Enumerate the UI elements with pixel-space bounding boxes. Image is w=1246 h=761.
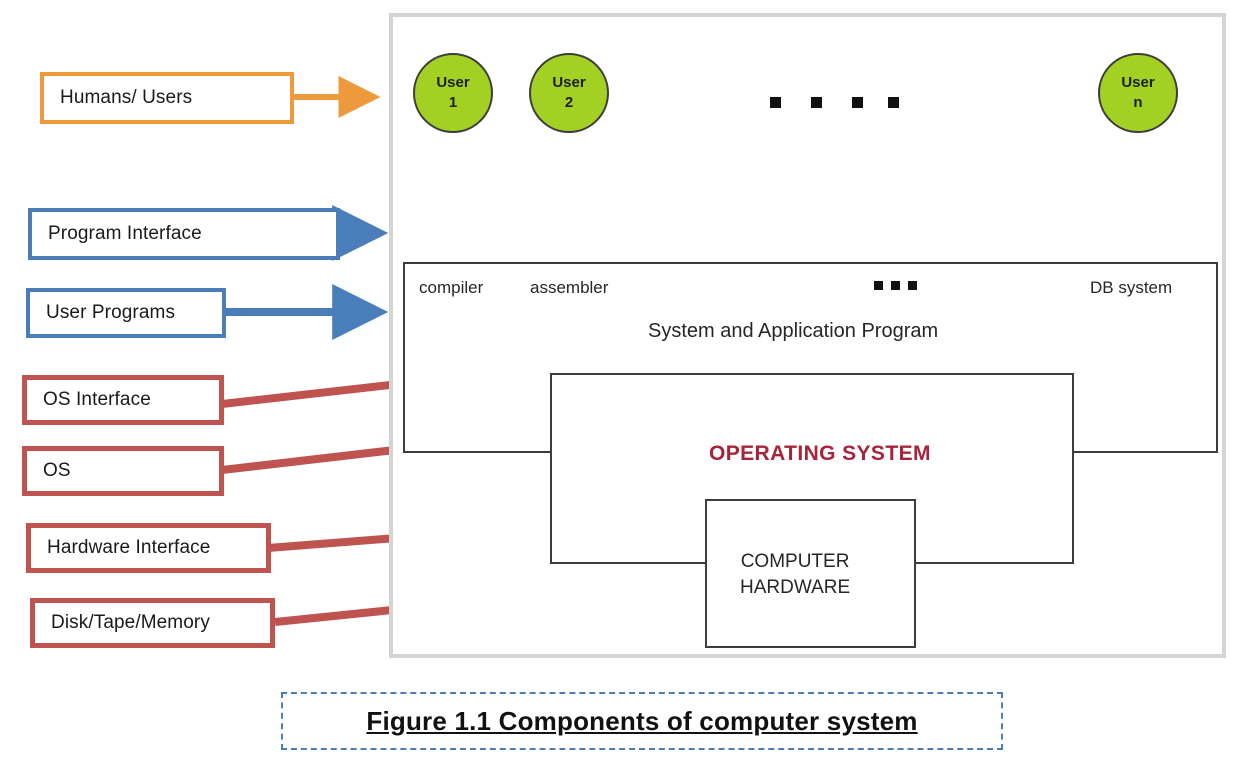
callout-user-programs[interactable]: User Programs bbox=[26, 288, 226, 338]
program-label-db-system: DB system bbox=[1090, 278, 1173, 297]
user-circle-line1: User bbox=[552, 73, 586, 91]
program-label-assembler: assembler bbox=[530, 278, 609, 297]
callout-humans-users[interactable]: Humans/ Users bbox=[40, 72, 294, 124]
computer-hardware-title: COMPUTER HARDWARE bbox=[740, 549, 850, 600]
operating-system-title: OPERATING SYSTEM bbox=[709, 442, 931, 465]
callout-label: Humans/ Users bbox=[60, 87, 193, 108]
system-application-program-title: System and Application Program bbox=[648, 320, 939, 342]
user-circle-line2: n bbox=[1133, 94, 1143, 111]
callout-program-interface[interactable]: Program Interface bbox=[28, 208, 340, 260]
callout-label: Program Interface bbox=[48, 223, 202, 244]
computer-hardware-line1: COMPUTER bbox=[740, 551, 850, 572]
callout-label: User Programs bbox=[46, 302, 176, 323]
user-circle-n[interactable]: User n bbox=[1098, 53, 1178, 133]
callout-disk-tape-memory[interactable]: Disk/Tape/Memory bbox=[30, 598, 275, 648]
program-label-compiler: compiler bbox=[419, 278, 484, 297]
user-circle-line2: 2 bbox=[564, 94, 574, 111]
user-circle-line2: 1 bbox=[448, 94, 458, 111]
callout-label: Disk/Tape/Memory bbox=[51, 612, 210, 633]
computer-hardware-line2: HARDWARE bbox=[740, 576, 851, 598]
ellipsis-dot-user-3 bbox=[852, 97, 863, 108]
ellipsis-dot-program-2 bbox=[891, 281, 900, 290]
ellipsis-dot-user-2 bbox=[811, 97, 822, 108]
user-circle-1[interactable]: User 1 bbox=[413, 53, 493, 133]
ellipsis-dot-user-1 bbox=[770, 97, 781, 108]
figure-caption: Figure 1.1 Components of computer system bbox=[281, 692, 1003, 750]
callout-label: OS Interface bbox=[43, 389, 151, 410]
user-circle-2[interactable]: User 2 bbox=[529, 53, 609, 133]
ellipsis-dot-program-1 bbox=[874, 281, 883, 290]
user-circle-line1: User bbox=[436, 73, 470, 91]
figure-caption-text: Figure 1.1 Components of computer system bbox=[366, 705, 918, 736]
user-circle-line1: User bbox=[1121, 73, 1155, 91]
ellipsis-dot-program-3 bbox=[908, 281, 917, 290]
callout-hardware-interface[interactable]: Hardware Interface bbox=[26, 523, 271, 573]
callout-label: Hardware Interface bbox=[47, 537, 211, 558]
computer-hardware-box bbox=[705, 499, 916, 648]
callout-os-interface[interactable]: OS Interface bbox=[22, 375, 224, 425]
callout-label: OS bbox=[43, 460, 71, 481]
ellipsis-dot-user-4 bbox=[888, 97, 899, 108]
callout-os[interactable]: OS bbox=[22, 446, 224, 496]
